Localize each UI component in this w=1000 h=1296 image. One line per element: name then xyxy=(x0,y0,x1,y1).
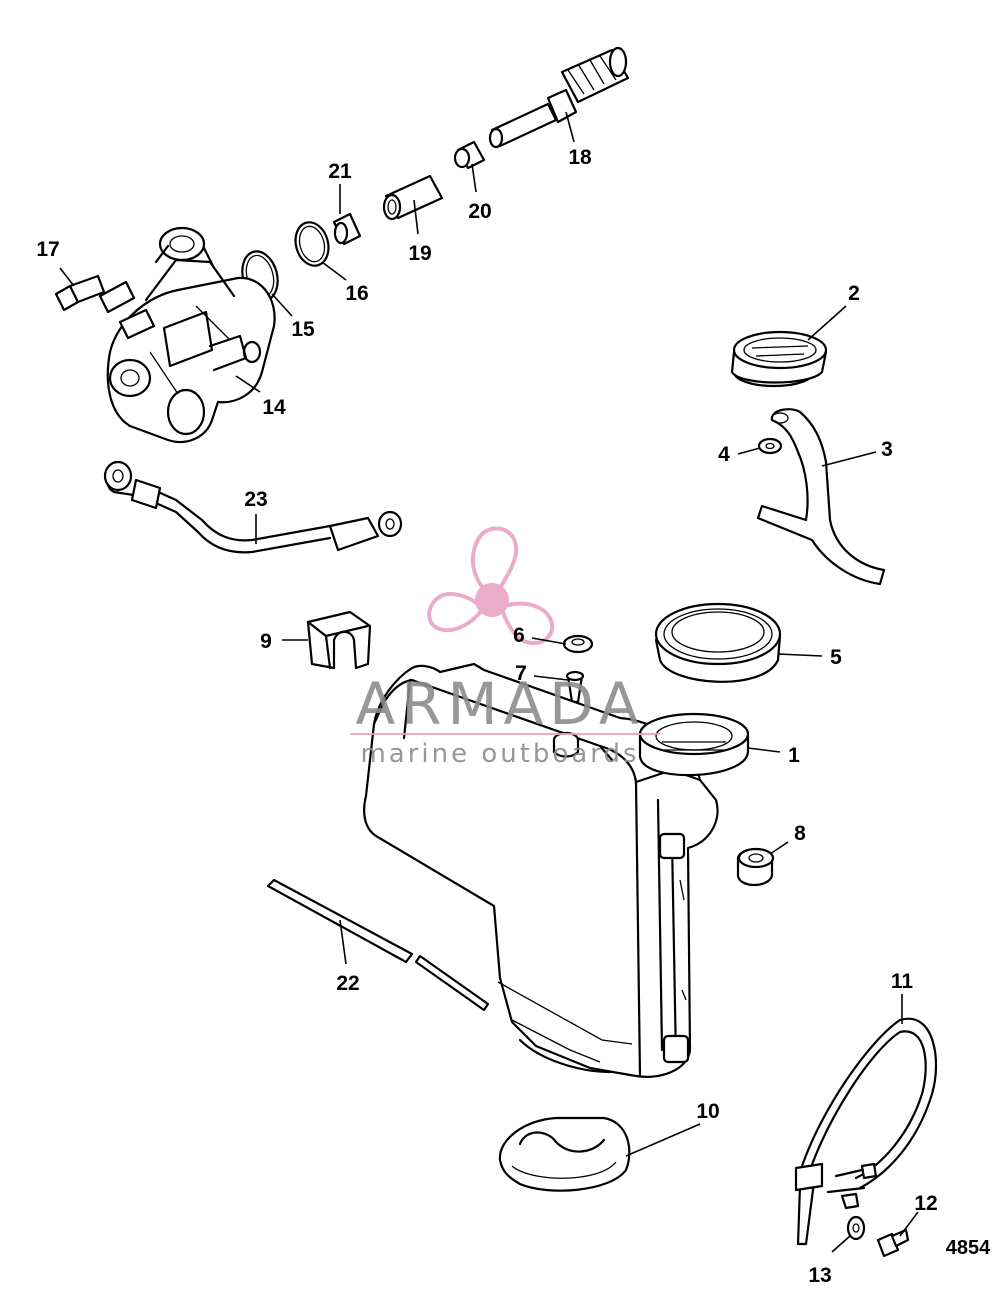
part-12-screw[interactable] xyxy=(876,1228,910,1258)
part-19-sleeve[interactable] xyxy=(382,174,444,221)
callout-17: 17 xyxy=(36,238,59,261)
part-17-bolt[interactable] xyxy=(54,274,106,312)
callout-14: 14 xyxy=(262,396,286,419)
leader-lines xyxy=(59,111,919,1253)
callout-3: 3 xyxy=(881,438,893,461)
callout-13: 13 xyxy=(808,1264,831,1287)
part-2-filler-cap[interactable] xyxy=(730,330,828,388)
callout-12: 12 xyxy=(914,1192,937,1215)
part-18-drive-shaft[interactable] xyxy=(488,46,630,149)
part-8-grommet[interactable] xyxy=(736,847,775,887)
watermark-brand: ARMADA xyxy=(355,670,644,738)
callout-5: 5 xyxy=(830,646,842,669)
callout-16: 16 xyxy=(345,282,368,305)
part-1-oil-tank[interactable] xyxy=(363,662,750,1078)
armada-watermark: ARMADA marine outboards xyxy=(350,526,660,769)
callout-8: 8 xyxy=(794,822,806,845)
part-7-screw[interactable] xyxy=(565,670,585,704)
callout-6: 6 xyxy=(513,624,525,647)
callout-19: 19 xyxy=(408,242,431,265)
part-14-oil-pump[interactable] xyxy=(98,226,276,444)
part-3-bracket[interactable] xyxy=(756,408,886,586)
part-4-washer[interactable] xyxy=(757,437,783,455)
part-16-o-ring[interactable] xyxy=(291,219,333,270)
part-22-hose[interactable] xyxy=(266,878,490,1012)
part-9-clip[interactable] xyxy=(306,610,372,670)
callout-10: 10 xyxy=(696,1100,719,1123)
callout-2: 2 xyxy=(848,282,860,305)
part-21-pin[interactable] xyxy=(332,212,362,246)
callout-labels: 1 2 3 4 5 6 7 8 9 10 11 12 13 14 15 16 1… xyxy=(36,146,937,1287)
callout-18: 18 xyxy=(568,146,592,169)
figure-code: 4854 xyxy=(946,1237,991,1259)
callout-1: 1 xyxy=(788,744,800,767)
callout-22: 22 xyxy=(336,972,359,995)
part-6-washer[interactable] xyxy=(562,634,594,654)
callout-9: 9 xyxy=(260,630,272,653)
callout-4: 4 xyxy=(718,443,730,466)
callout-20: 20 xyxy=(468,200,491,223)
callout-21: 21 xyxy=(328,160,352,183)
part-11-strap[interactable] xyxy=(794,1017,938,1246)
propeller-hub xyxy=(475,583,509,617)
part-23-oil-line[interactable] xyxy=(103,460,403,554)
part-13-washer[interactable] xyxy=(846,1215,866,1241)
part-20-bushing[interactable] xyxy=(453,140,486,170)
callout-15: 15 xyxy=(291,318,315,341)
callout-7: 7 xyxy=(515,662,527,685)
callout-23: 23 xyxy=(244,488,267,511)
watermark-tagline: marine outboards xyxy=(360,739,639,769)
callout-11: 11 xyxy=(891,970,914,993)
part-10-mount[interactable] xyxy=(498,1116,631,1192)
part-5-grommet[interactable] xyxy=(654,602,782,683)
